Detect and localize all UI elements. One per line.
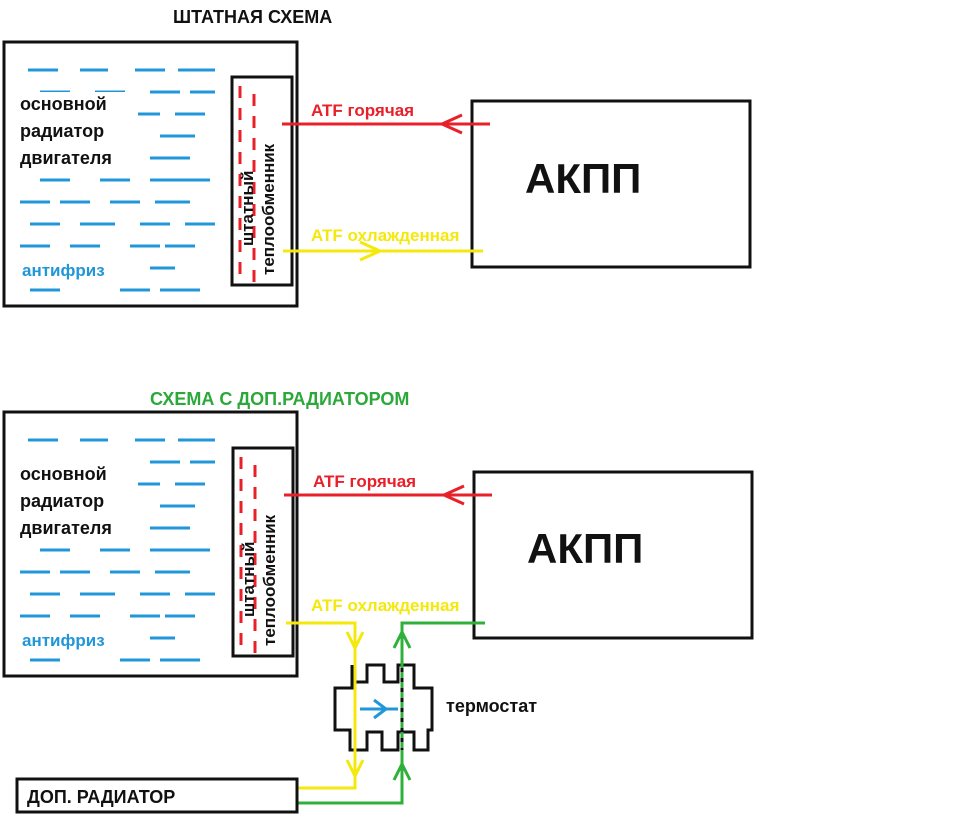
top-radiator-label-3: двигателя xyxy=(20,148,112,168)
bottom-gearbox-label: АКПП xyxy=(527,525,643,572)
bottom-radiator-label-2: радиатор xyxy=(20,491,104,511)
bottom-exchanger-label-2: теплообменник xyxy=(260,514,279,646)
top-radiator-label-1: основной xyxy=(20,94,107,114)
thermostat: термостат xyxy=(333,663,537,752)
bottom-antifreeze-label: антифриз xyxy=(22,631,105,650)
top-atf-hot-line: ATF горячая xyxy=(282,101,490,135)
bottom-heat-exchanger: штатный теплообменник xyxy=(231,446,295,658)
top-exchanger-label-2: теплообменник xyxy=(259,143,278,275)
extra-radiator-label: ДОП. РАДИАТОР xyxy=(27,787,175,807)
top-title: ШТАТНАЯ СХЕМА xyxy=(173,7,332,27)
top-gearbox: АКПП xyxy=(470,99,752,269)
bottom-atf-cooled-label-group: ATF охлажденная xyxy=(311,596,459,615)
top-gearbox-label: АКПП xyxy=(525,155,641,202)
bottom-exchanger-dashes xyxy=(239,457,257,653)
bottom-radiator-label-3: двигателя xyxy=(20,518,112,538)
extra-radiator: ДОП. РАДИАТОР xyxy=(15,777,299,814)
thermostat-label: термостат xyxy=(446,696,537,716)
bottom-atf-hot-line: ATF горячая xyxy=(284,472,492,506)
top-radiator-label-2: радиатор xyxy=(20,121,104,141)
bottom-atf-hot-label: ATF горячая xyxy=(313,472,416,491)
bottom-green-return-line xyxy=(298,621,485,805)
top-atf-hot-label: ATF горячая xyxy=(311,101,414,120)
top-atf-cooled-label: ATF охлажденная xyxy=(311,226,459,245)
top-heat-exchanger: штатный теплообменник xyxy=(230,75,294,287)
bottom-gearbox: АКПП xyxy=(472,470,754,640)
top-atf-cooled-line: ATF охлажденная xyxy=(283,226,483,262)
top-exchanger-label-1: штатный xyxy=(238,170,257,246)
bottom-atf-cooled-label: ATF охлажденная xyxy=(311,596,459,615)
bottom-radiator-label-1: основной xyxy=(20,464,107,484)
bottom-title: СХЕМА С ДОП.РАДИАТОРОМ xyxy=(150,389,409,409)
bottom-atf-cooled-line xyxy=(286,621,365,790)
top-exchanger-dashes xyxy=(238,86,256,282)
top-antifreeze-label: антифриз xyxy=(22,261,105,280)
bottom-exchanger-label-1: штатный xyxy=(239,541,258,617)
